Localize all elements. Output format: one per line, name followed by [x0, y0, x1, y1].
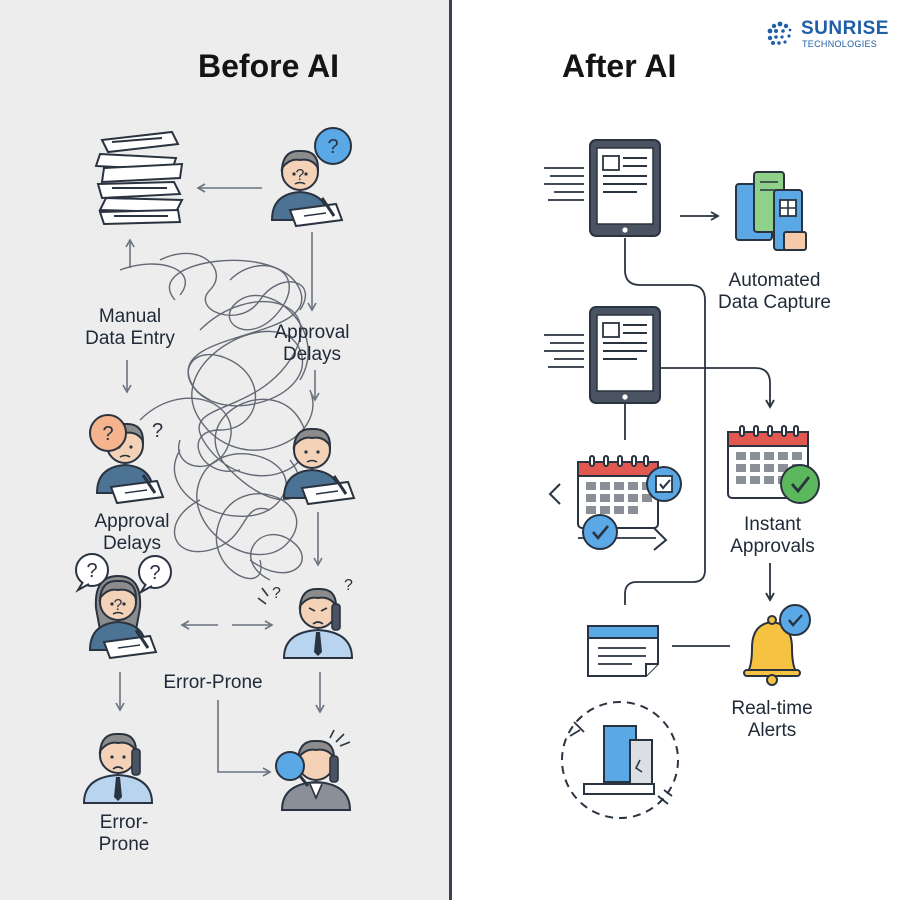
frustrated-person-phone-icon — [282, 587, 354, 659]
label-approval-delays: Approval Delays — [94, 511, 170, 554]
tablet-document-icon — [589, 306, 661, 404]
after-connectors — [624, 211, 775, 647]
brand-name: SUNRISE — [801, 18, 889, 39]
confused-person-icon: ? — [89, 574, 158, 660]
svg-text:?: ? — [327, 136, 338, 158]
svg-text:?: ? — [102, 423, 113, 445]
label-error-prone: Error-Prone — [163, 672, 263, 693]
panel-divider — [449, 0, 452, 900]
question-bubble-icon: ? — [138, 555, 172, 593]
paper-stack-icon — [94, 130, 184, 226]
before-ai-title: Before AI — [198, 48, 340, 84]
svg-text:?: ? — [296, 167, 305, 184]
after-ai-panel — [451, 0, 900, 900]
label-approval-delays: Approval Delays — [274, 322, 350, 365]
notification-card-icon — [587, 625, 659, 677]
label-instant-approvals: Instant Approvals — [730, 514, 815, 557]
label-manual-data-entry: Manual Data Entry — [85, 306, 175, 349]
speed-lines-icon — [543, 167, 585, 201]
speed-lines-icon — [543, 334, 585, 368]
question-bubble-icon: ? — [75, 553, 109, 591]
broken-device-icon — [561, 701, 679, 819]
label-error-prone: Error- Prone — [98, 812, 150, 855]
checkbox-badge-icon — [646, 466, 682, 502]
checkmark-icon — [780, 464, 820, 504]
brand-tagline: TECHNOLOGIES — [802, 39, 878, 49]
tablet-document-icon — [589, 139, 661, 237]
svg-text:?: ? — [344, 577, 353, 594]
data-capture-cards-icon — [735, 171, 807, 251]
label-automated-data-capture: Automated Data Capture — [717, 270, 831, 313]
brand-logo: SUNRISE TECHNOLOGIES — [763, 18, 893, 50]
tangled-process-scribble — [119, 252, 314, 581]
person-magnifier-icon — [275, 729, 352, 811]
brand-logo-icon — [767, 21, 792, 45]
svg-text:?: ? — [149, 562, 160, 584]
confused-person-icon: ? — [271, 149, 344, 228]
sad-person-phone-icon — [82, 732, 154, 804]
bell-icon — [743, 615, 801, 686]
after-ai-title: After AI — [562, 48, 677, 84]
question-bubble-icon: ? — [89, 414, 127, 452]
svg-text:?: ? — [152, 420, 163, 442]
svg-text:?: ? — [86, 560, 97, 582]
checkmark-icon — [582, 514, 618, 550]
before-arrows — [115, 183, 325, 777]
question-bubble-icon: ? — [314, 127, 352, 165]
svg-text:?: ? — [114, 597, 123, 614]
svg-text:?: ? — [272, 585, 281, 602]
checkmark-icon — [779, 604, 811, 636]
label-realtime-alerts: Real-time Alerts — [731, 698, 813, 741]
before-ai-panel — [0, 0, 450, 900]
